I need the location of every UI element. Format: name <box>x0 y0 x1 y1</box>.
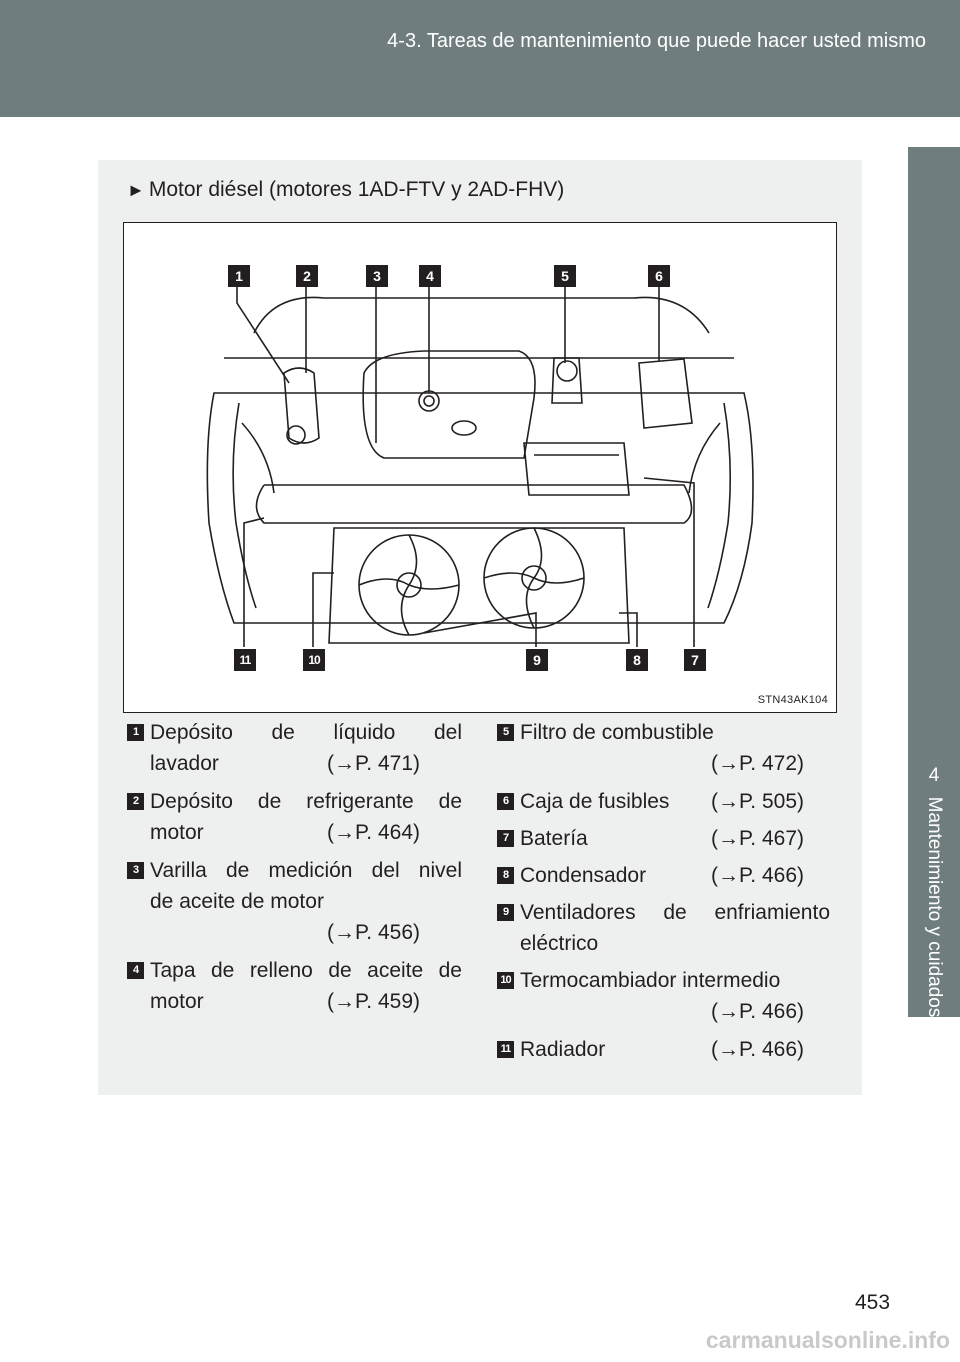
side-tab-bar <box>908 147 960 747</box>
callout-5: 5 <box>554 265 576 287</box>
item-label: Condensador <box>520 864 647 887</box>
list-item-intercooler: 10 Termocambiador intermedio (→P. 466) <box>497 965 837 1027</box>
item-number: 2 <box>127 793 144 810</box>
callout-4: 4 <box>419 265 441 287</box>
engine-bay-figure: 1 2 3 4 5 6 7 8 9 10 11 STN43AK104 <box>123 222 837 713</box>
item-label: Batería <box>520 827 588 850</box>
page-reference[interactable]: (→P. 456) <box>327 921 420 944</box>
list-item-radiator: 11 Radiador (→P. 466) <box>497 1034 837 1065</box>
item-number: 3 <box>127 862 144 879</box>
callout-8: 8 <box>626 649 648 671</box>
chapter-label: Mantenimiento y cuidados <box>924 796 945 1018</box>
item-label: Tapa de relleno de aceite de <box>150 959 462 982</box>
page-reference[interactable]: (→P. 466) <box>711 1000 804 1023</box>
item-number: 4 <box>127 962 144 979</box>
list-item-cooling-fans: 9 Ventiladores de enfriamiento eléctrico <box>497 897 837 959</box>
callout-9: 9 <box>526 649 548 671</box>
item-label-cont: eléctrico <box>520 932 599 955</box>
item-number: 7 <box>497 830 514 847</box>
page-reference[interactable]: (→P. 464) <box>327 821 420 844</box>
callout-3: 3 <box>366 265 388 287</box>
list-item-fuse-box: 6 Caja de fusibles (→P. 505) <box>497 786 837 817</box>
callout-2: 2 <box>296 265 318 287</box>
item-number: 1 <box>127 724 144 741</box>
item-label-cont: de aceite de motor <box>150 890 324 913</box>
callout-7: 7 <box>684 649 706 671</box>
item-label: Depósito de refrigerante de <box>150 790 462 813</box>
item-number: 9 <box>497 904 514 921</box>
item-label: Ventiladores de enfriamiento <box>520 901 830 924</box>
callout-6: 6 <box>648 265 670 287</box>
section-title: 4-3. Tareas de mantenimiento que puede h… <box>387 30 926 52</box>
page-number: 453 <box>855 1291 891 1314</box>
figure-code: STN43AK104 <box>757 694 828 706</box>
callout-11: 11 <box>234 649 256 671</box>
chapter-number: 4 <box>928 765 940 786</box>
item-label: Radiador <box>520 1038 606 1061</box>
list-item-fuel-filter: 5 Filtro de combustible (→P. 472) <box>497 717 837 779</box>
page-reference[interactable]: (→P. 466) <box>711 864 804 887</box>
item-label: Filtro de combustible <box>520 721 714 744</box>
item-number: 5 <box>497 724 514 741</box>
subheading-text: Motor diésel (motores 1AD-FTV y 2AD-FHV) <box>148 178 565 201</box>
item-number: 8 <box>497 867 514 884</box>
item-number: 10 <box>497 972 514 989</box>
item-label-cont: lavador <box>150 752 219 775</box>
page-reference[interactable]: (→P. 466) <box>711 1038 804 1061</box>
page-header: 4-3. Tareas de mantenimiento que puede h… <box>0 0 960 117</box>
page-reference[interactable]: (→P. 467) <box>711 827 804 850</box>
panel-subheading: ►Motor diésel (motores 1AD-FTV y 2AD-FHV… <box>127 178 564 202</box>
list-item-battery: 7 Batería (→P. 467) <box>497 823 837 854</box>
item-label: Depósito de líquido del <box>150 721 462 744</box>
item-label: Caja de fusibles <box>520 790 670 813</box>
list-item-oil-dipstick: 3 Varilla de medición del nivel de aceit… <box>127 855 467 948</box>
item-number: 11 <box>497 1041 514 1058</box>
callout-10: 10 <box>303 649 325 671</box>
chapter-tab[interactable]: 4 Mantenimiento y cuidados <box>908 747 960 1017</box>
item-number: 6 <box>497 793 514 810</box>
item-label: Termocambiador intermedio <box>520 969 781 992</box>
list-item-washer-tank: 1 Depósito de líquido del lavador (→P. 4… <box>127 717 467 779</box>
item-label: Varilla de medición del nivel <box>150 859 462 882</box>
page-reference[interactable]: (→P. 505) <box>711 790 804 813</box>
triangle-marker-icon: ► <box>127 180 145 200</box>
list-item-oil-filler-cap: 4 Tapa de relleno de aceite de motor (→P… <box>127 955 467 1017</box>
page-reference[interactable]: (→P. 471) <box>327 752 420 775</box>
callout-1: 1 <box>228 265 250 287</box>
page-reference[interactable]: (→P. 459) <box>327 990 420 1013</box>
item-label-cont: motor <box>150 821 204 844</box>
list-item-coolant-tank: 2 Depósito de refrigerante de motor (→P.… <box>127 786 467 848</box>
item-label-cont: motor <box>150 990 204 1013</box>
page-reference[interactable]: (→P. 472) <box>711 752 804 775</box>
engine-illustration <box>206 287 754 647</box>
list-item-condenser: 8 Condensador (→P. 466) <box>497 860 837 891</box>
watermark: carmanualsonline.info <box>705 1327 950 1353</box>
